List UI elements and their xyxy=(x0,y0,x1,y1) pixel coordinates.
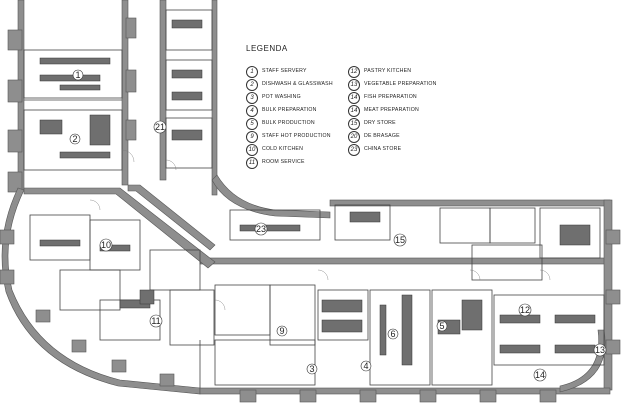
svg-text:23: 23 xyxy=(256,224,266,234)
legend-item-label: FISH PREPARATION xyxy=(364,94,417,100)
legend-item: 15 DRY STORE xyxy=(348,118,458,131)
legend-column-right: 12 PASTRY KITCHEN 13 VEGETABLE PREPARATI… xyxy=(348,66,458,157)
legend-title: LEGENDA xyxy=(246,44,288,53)
legend-item-number: 9 xyxy=(246,131,258,143)
legend-item-label: STAFF SERVERY xyxy=(262,68,307,74)
legend-item-number: 13 xyxy=(348,79,360,91)
legend-item-label: POT WASHING xyxy=(262,94,301,100)
svg-text:9: 9 xyxy=(279,326,284,336)
legend-item-label: COLD KITCHEN xyxy=(262,146,304,152)
legend-item: 11 ROOM SERVICE xyxy=(246,157,356,170)
room-marker-15: 15 xyxy=(393,233,407,247)
legend-item: 14 FISH PREPARATION xyxy=(348,92,458,105)
svg-text:12: 12 xyxy=(520,305,530,315)
svg-text:5: 5 xyxy=(439,321,444,331)
room-marker-5: 5 xyxy=(436,320,448,332)
interior-partitions xyxy=(23,9,605,388)
legend-item-number: 11 xyxy=(246,157,258,169)
kitchen-equipment xyxy=(39,19,596,366)
legend-item: 9 STAFF HOT PRODUCTION xyxy=(246,131,356,144)
legend-item-number: 23 xyxy=(348,144,360,156)
room-marker-12: 12 xyxy=(518,303,532,317)
room-marker-11: 11 xyxy=(149,314,163,328)
legend-item: 14 MEAT PREPARATION xyxy=(348,105,458,118)
legend-item: 10 COLD KITCHEN xyxy=(246,144,356,157)
legend-item-label: BULK PRODUCTION xyxy=(262,120,315,126)
legend-item-label: DE BRASAGE xyxy=(364,133,400,139)
legend-item: 5 BULK PRODUCTION xyxy=(246,118,356,131)
svg-text:6: 6 xyxy=(390,329,395,339)
legend-item-number: 14 xyxy=(348,105,360,117)
legend-item-number: 4 xyxy=(246,105,258,117)
svg-text:1: 1 xyxy=(75,70,80,80)
legend-item-number: 15 xyxy=(348,118,360,130)
room-number-markers: 1 2 21 23 15 10 11 9 3 4 6 5 12 13 14 xyxy=(69,69,607,382)
legend-item-number: 12 xyxy=(348,66,360,78)
legend-item-number: 2 xyxy=(246,79,258,91)
legend-item: 4 BULK PREPARATION xyxy=(246,105,356,118)
room-marker-9: 9 xyxy=(276,325,288,337)
legend-item: 2 DISHWASH & GLASSWASH xyxy=(246,79,356,92)
outer-walls xyxy=(0,0,621,403)
legend: LEGENDA 1 STAFF SERVERY 2 DISHWASH & GLA… xyxy=(246,44,466,169)
room-marker-1: 1 xyxy=(72,69,84,81)
legend-item-label: ROOM SERVICE xyxy=(262,159,305,165)
legend-item-label: VEGETABLE PREPARATION xyxy=(364,81,437,87)
svg-text:13: 13 xyxy=(595,345,605,355)
svg-text:10: 10 xyxy=(101,240,111,250)
legend-item: 23 CHINA STORE xyxy=(348,144,458,157)
room-marker-6: 6 xyxy=(387,328,399,340)
svg-text:4: 4 xyxy=(363,361,368,371)
door-swings xyxy=(89,149,551,311)
legend-item: 13 VEGETABLE PREPARATION xyxy=(348,79,458,92)
room-marker-10: 10 xyxy=(99,238,113,252)
svg-text:15: 15 xyxy=(395,235,405,245)
legend-item: 20 DE BRASAGE xyxy=(348,131,458,144)
room-marker-21: 21 xyxy=(153,120,167,134)
room-marker-14: 14 xyxy=(533,368,547,382)
svg-text:14: 14 xyxy=(535,370,545,380)
legend-item-number: 14 xyxy=(348,92,360,104)
legend-item-number: 3 xyxy=(246,92,258,104)
legend-item-label: DISHWASH & GLASSWASH xyxy=(262,81,333,87)
svg-text:11: 11 xyxy=(151,316,160,326)
legend-item-number: 10 xyxy=(246,144,258,156)
legend-item: 3 POT WASHING xyxy=(246,92,356,105)
legend-item-label: DRY STORE xyxy=(364,120,396,126)
room-marker-4: 4 xyxy=(360,360,372,372)
legend-item-number: 20 xyxy=(348,131,360,143)
svg-text:21: 21 xyxy=(155,122,165,132)
legend-item-number: 5 xyxy=(246,118,258,130)
svg-text:3: 3 xyxy=(309,364,314,374)
legend-item-label: MEAT PREPARATION xyxy=(364,107,419,113)
legend-item-number: 1 xyxy=(246,66,258,78)
svg-text:2: 2 xyxy=(72,134,77,144)
legend-item-label: BULK PREPARATION xyxy=(262,107,317,113)
legend-column-left: 1 STAFF SERVERY 2 DISHWASH & GLASSWASH 3… xyxy=(246,66,356,170)
legend-item: 12 PASTRY KITCHEN xyxy=(348,66,458,79)
room-marker-2: 2 xyxy=(69,133,81,145)
room-marker-13: 13 xyxy=(593,343,607,357)
legend-item: 1 STAFF SERVERY xyxy=(246,66,356,79)
room-marker-23: 23 xyxy=(254,222,268,236)
legend-item-label: PASTRY KITCHEN xyxy=(364,68,412,74)
room-marker-3: 3 xyxy=(306,363,318,375)
legend-item-label: STAFF HOT PRODUCTION xyxy=(262,133,331,139)
legend-item-label: CHINA STORE xyxy=(364,146,402,152)
